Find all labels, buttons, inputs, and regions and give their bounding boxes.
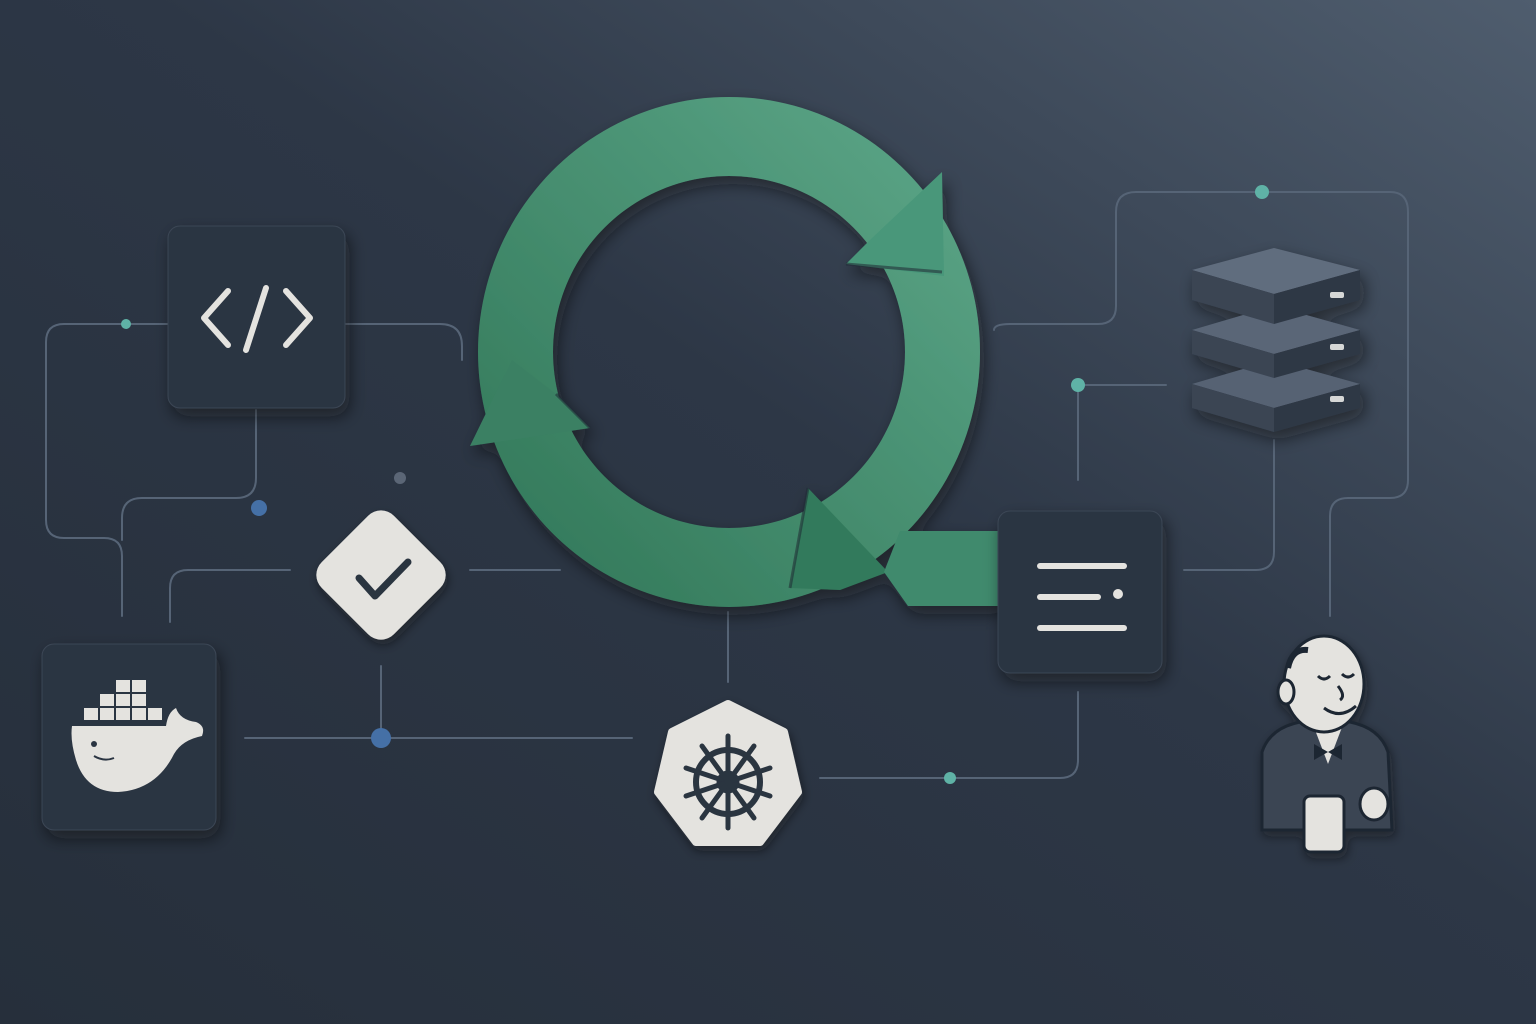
code-brackets-icon [201, 285, 313, 353]
server-stack-icon [1192, 248, 1360, 432]
jenkins-butler-icon [1260, 634, 1394, 854]
checkmark-icon [355, 558, 412, 600]
kubernetes-helm-icon [683, 733, 773, 831]
log-dot [1113, 589, 1123, 599]
log-lines-icon [1037, 563, 1127, 631]
kubernetes-badge [654, 700, 802, 846]
cycle-tail [884, 531, 1002, 606]
code-tile [167, 225, 346, 409]
arrow-head-top [846, 172, 944, 276]
docker-tile [41, 643, 217, 831]
arrow-head-bottom [790, 488, 888, 590]
arrow-head-left [470, 360, 590, 446]
node-dot [1071, 378, 1085, 392]
logs-tile [997, 510, 1163, 674]
node-dot [121, 319, 131, 329]
jenkins-figure [1260, 634, 1394, 854]
node-dot [371, 728, 391, 748]
junction-dots [121, 185, 1269, 784]
docker-whale-icon [71, 680, 204, 792]
node-dot [394, 472, 406, 484]
cycle-arrows [470, 96, 1002, 607]
node-dot [251, 500, 267, 516]
database-stack [1192, 248, 1360, 432]
circular-arrows-icon [478, 96, 980, 607]
test-check-badge [316, 510, 446, 640]
node-dot [1255, 185, 1269, 199]
node-dot [944, 772, 956, 784]
